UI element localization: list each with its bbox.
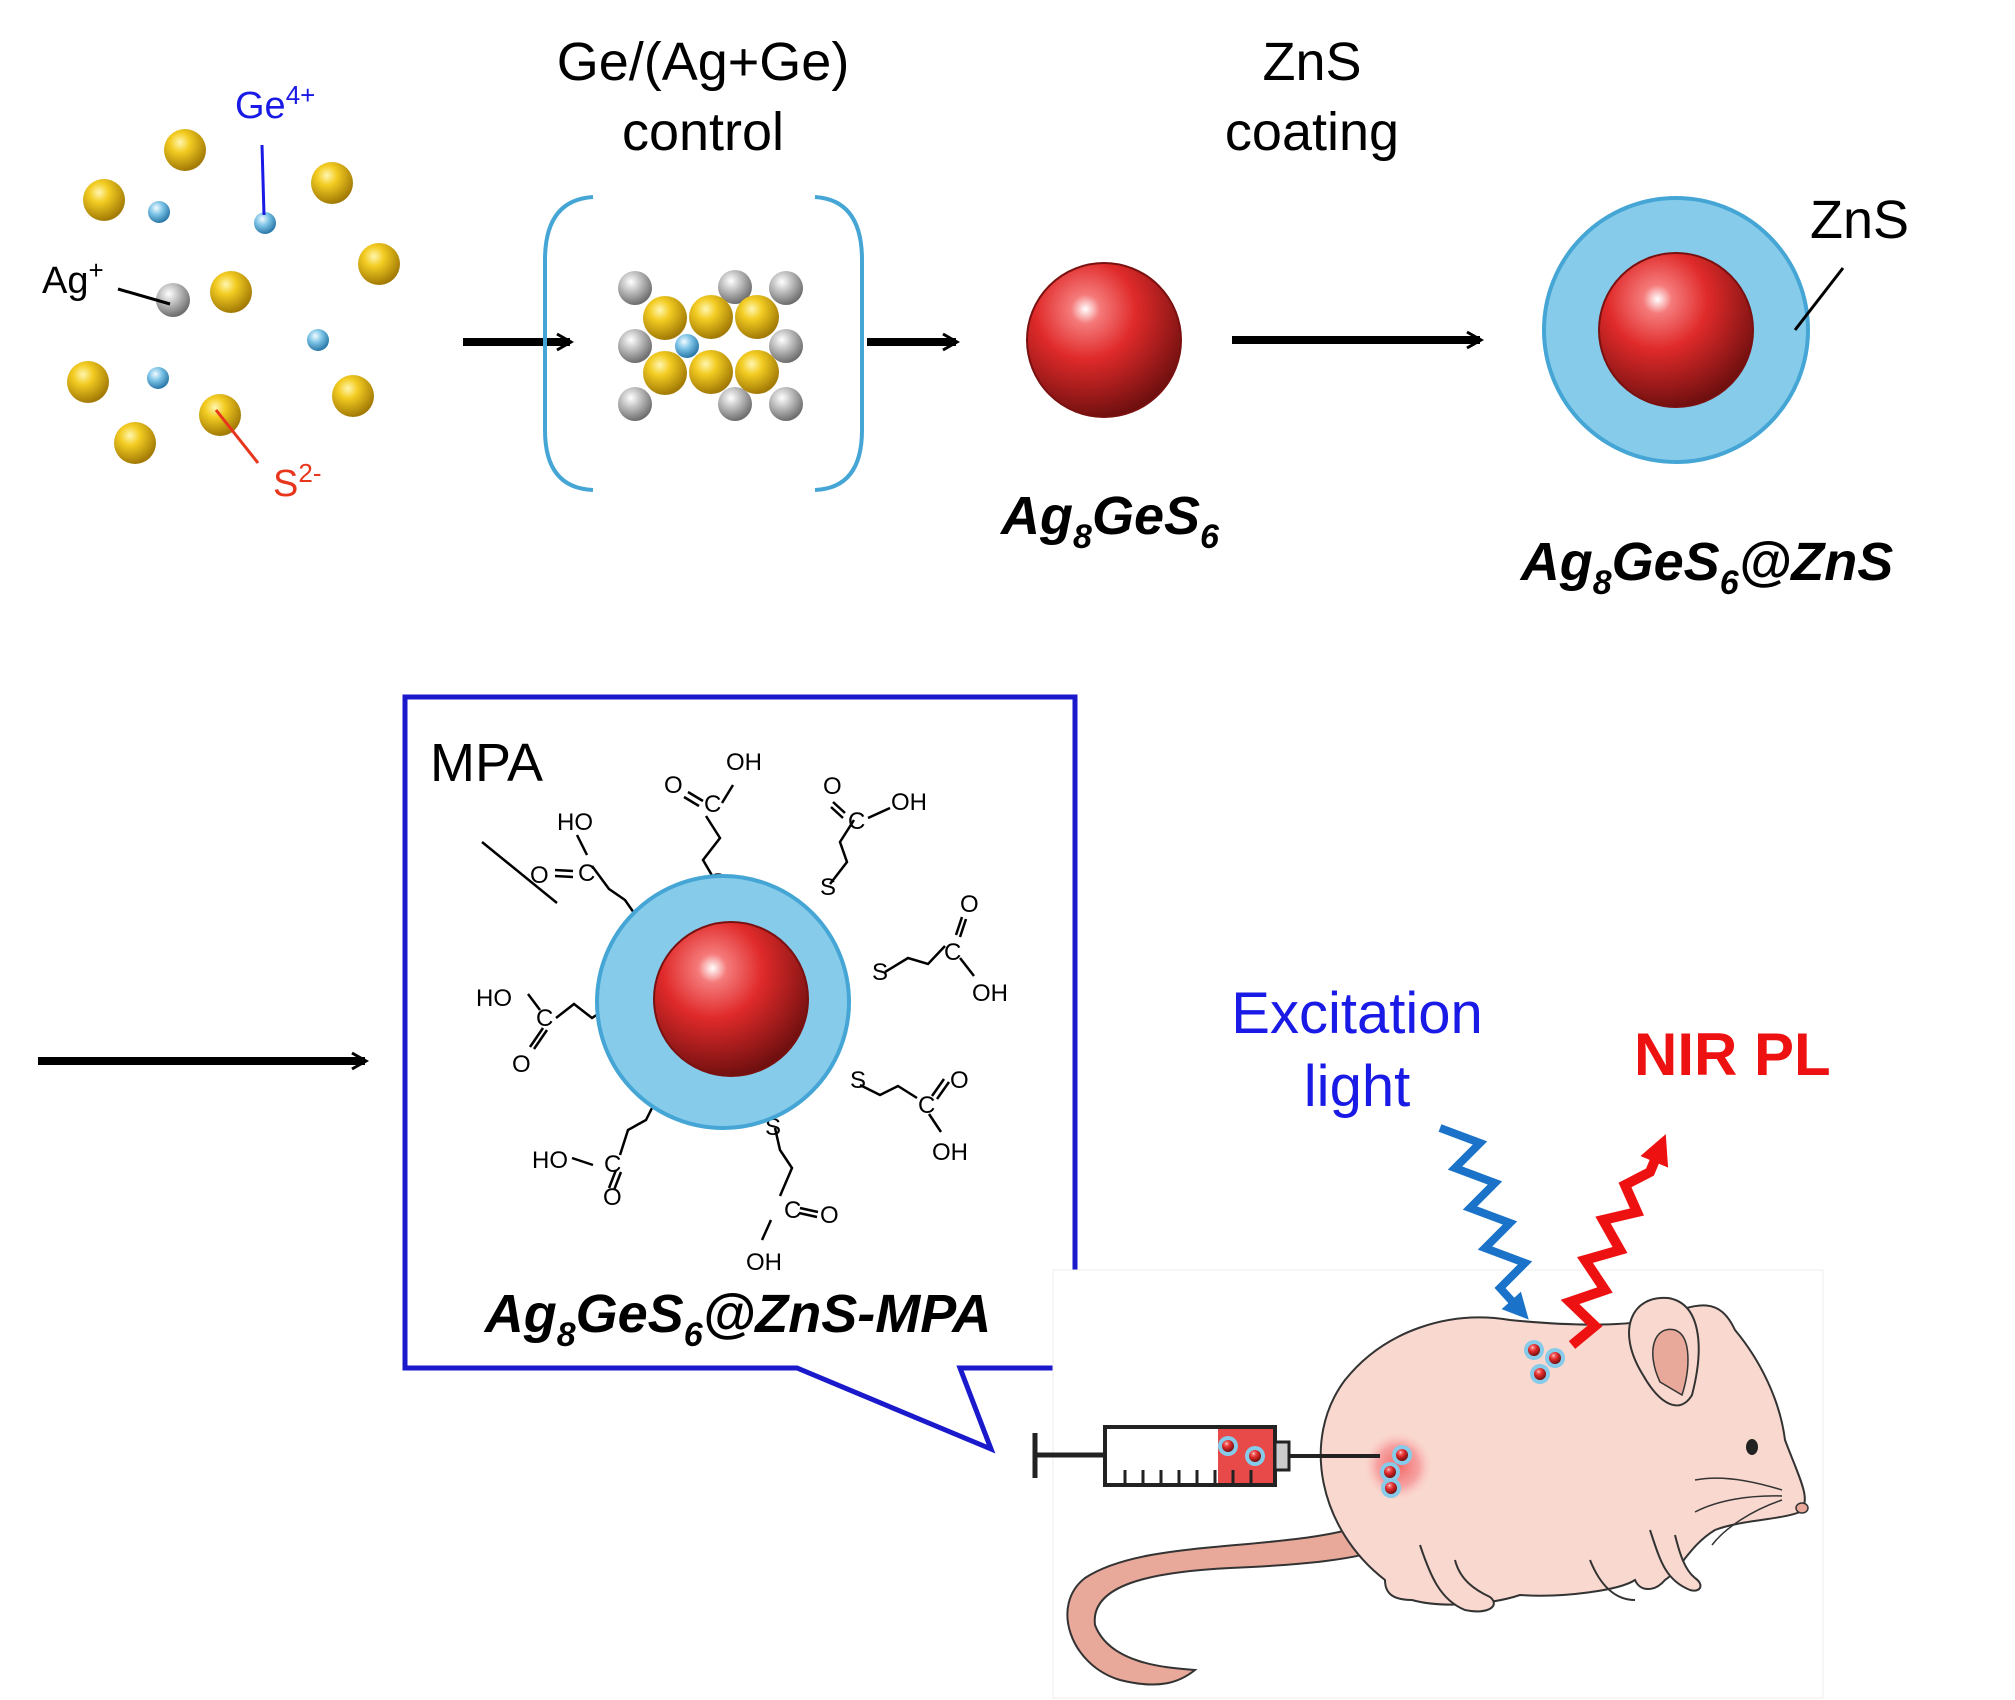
mouse-nose <box>1795 1502 1809 1514</box>
oxygen-atom: O <box>960 891 979 918</box>
ge-ion <box>147 367 169 389</box>
ag-ion <box>156 283 190 317</box>
hydroxyl-group: OH <box>932 1139 968 1166</box>
s-ion-label: S2- <box>273 458 321 505</box>
oxygen-atom: O <box>512 1051 531 1078</box>
carbon-atom: C <box>944 939 961 966</box>
s-ion <box>83 179 125 221</box>
syringe <box>1032 1425 1380 1487</box>
hydroxyl-group: HO <box>532 1147 568 1174</box>
carbon-atom: C <box>536 1005 553 1032</box>
ag-atom <box>618 329 652 363</box>
injected-particles <box>1380 1445 1412 1498</box>
mouse-whiskers <box>1694 1477 1783 1546</box>
control-label-line1: Ge/(Ag+Ge) <box>557 32 850 92</box>
hydroxyl-group: HO <box>557 809 593 836</box>
s-ion <box>332 375 374 417</box>
ag8ges6-core <box>1026 262 1182 418</box>
hydroxyl-group: OH <box>746 1249 782 1276</box>
ge-ion-callout: Ge4+ <box>235 80 315 216</box>
oxygen-atom: O <box>950 1067 969 1094</box>
oxygen-atom: O <box>530 862 549 889</box>
carbon-atom: C <box>704 791 721 818</box>
ag8ges6-zns-mpa-formula: Ag8GeS6@ZnS-MPA <box>483 1284 992 1354</box>
oxygen-atom: O <box>823 773 842 800</box>
nir-pl-label: NIR PL <box>1634 1021 1831 1088</box>
ag-atom <box>618 387 652 421</box>
core-sphere <box>653 921 809 1077</box>
ag-ion-label: Ag+ <box>42 255 104 302</box>
sulfur-atom: S <box>820 874 836 901</box>
mouse-inner-ear <box>1652 1328 1689 1397</box>
mouse-hind-leg <box>1419 1544 1495 1613</box>
ge-ion <box>254 212 276 234</box>
s-atom <box>735 295 779 339</box>
s-atom <box>689 350 733 394</box>
s-ion <box>358 243 400 285</box>
hydroxyl-group: OH <box>972 980 1008 1007</box>
precursor-ions <box>67 129 400 464</box>
crystal-lattice <box>618 270 803 421</box>
ag8ges6-formula: Ag8GeS6 <box>999 486 1220 556</box>
oxygen-atom: O <box>820 1202 839 1229</box>
s-atom <box>735 350 779 394</box>
hydroxyl-group: HO <box>476 985 512 1012</box>
lattice-bracket <box>543 195 864 492</box>
s-ion <box>114 422 156 464</box>
zns-callout-line <box>1793 267 1845 331</box>
s-atom <box>643 296 687 340</box>
mouse-front-leg <box>1649 1529 1702 1592</box>
s-ion <box>67 361 109 403</box>
hydroxyl-group: OH <box>891 789 927 816</box>
s-ion <box>311 162 353 204</box>
carbon-atom: C <box>784 1197 801 1224</box>
ag-atom <box>718 270 752 304</box>
hydroxyl-group: OH <box>726 749 762 776</box>
ag-atom <box>618 271 652 305</box>
mouse-eye <box>1746 1439 1758 1455</box>
ge-ion-label: Ge4+ <box>235 80 315 127</box>
mouse-illustration <box>1052 1269 1824 1699</box>
coating-label-line1: ZnS <box>1262 32 1361 92</box>
s-atom <box>689 295 733 339</box>
ag-atom <box>769 387 803 421</box>
control-label-line2: control <box>622 102 784 162</box>
excitation-label-line1: Excitation <box>1231 981 1482 1046</box>
functionalized-particle <box>595 874 851 1130</box>
mpa-label: MPA <box>430 733 543 793</box>
s-ion <box>164 129 206 171</box>
mpa-ligands <box>481 784 975 1241</box>
zns-shell-label: ZnS <box>1810 190 1909 250</box>
s-ion <box>210 271 252 313</box>
oxygen-atom: O <box>664 772 683 799</box>
sulfur-atom: S <box>872 959 888 986</box>
excitation-wave <box>1438 1124 1533 1320</box>
coating-label-line2: coating <box>1225 102 1399 162</box>
carbon-atom: C <box>918 1092 935 1119</box>
sulfur-atom: S <box>850 1067 866 1094</box>
s-ion-callout: S2- <box>214 409 321 505</box>
mouse-tail <box>1066 1516 1397 1686</box>
ag-atom <box>769 271 803 305</box>
ag-atom <box>718 387 752 421</box>
ge-ion <box>307 329 329 351</box>
core-shell-particle <box>1542 196 1810 464</box>
ag8ges6-zns-formula: Ag8GeS6@ZnS <box>1519 532 1894 602</box>
carbon-atom: C <box>848 808 865 835</box>
core-sphere <box>1598 252 1754 408</box>
ge-atom <box>675 334 699 358</box>
ag-atom <box>769 329 803 363</box>
ag-ion-callout: Ag+ <box>42 255 171 306</box>
s-atom <box>643 351 687 395</box>
ge-ion <box>148 201 170 223</box>
excitation-label-line2: light <box>1304 1054 1410 1119</box>
nir-pl-wave <box>1560 1134 1669 1349</box>
oxygen-atom: O <box>603 1184 622 1211</box>
accumulated-particles <box>1524 1340 1565 1384</box>
carbon-atom: C <box>578 860 595 887</box>
mouse-paw <box>1589 1559 1636 1601</box>
carbon-atom: C <box>604 1151 621 1178</box>
